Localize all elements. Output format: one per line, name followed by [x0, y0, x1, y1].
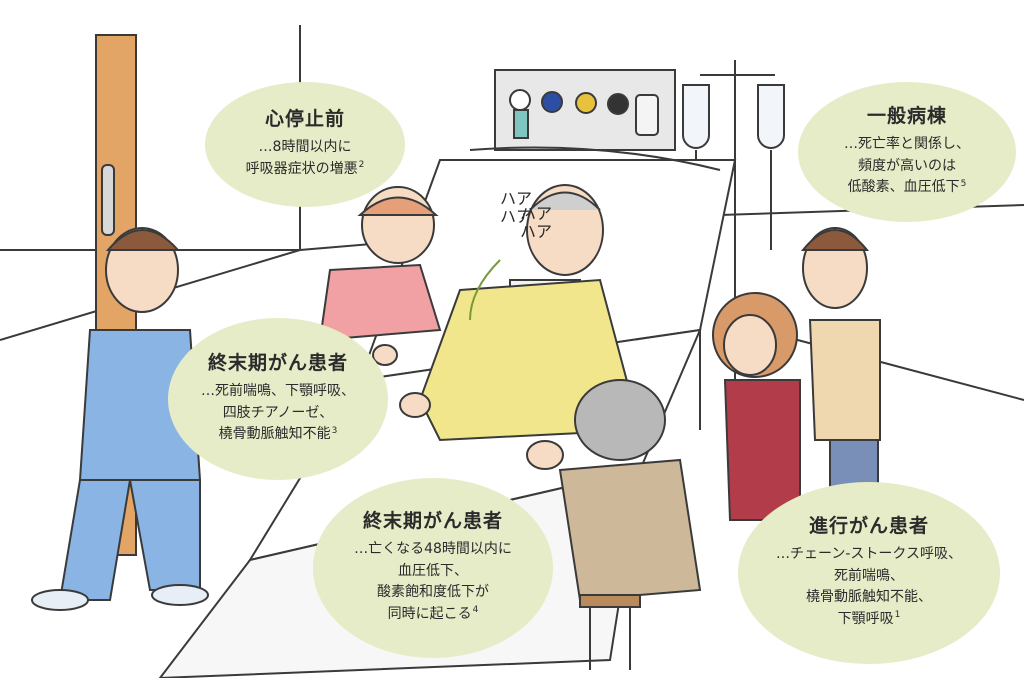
bubble-line: …チェーン-ストークス呼吸、: [776, 546, 962, 563]
bubble-line: …死前喘鳴、下顎呼吸、: [201, 382, 355, 399]
reference-number: 5: [960, 178, 967, 189]
breathing-sound-right: ハア ハア: [520, 204, 553, 241]
bubble-line: …死亡率と関係し、: [844, 135, 970, 152]
bubble-line: 橈骨動脈触知不能、: [806, 589, 932, 606]
bubble-line: 低酸素、血圧低下5: [847, 178, 967, 196]
bubble-line: 血圧低下、: [398, 562, 468, 579]
bubble-line: 四肢チアノーゼ、: [222, 404, 334, 421]
bubble-line: 頻度が高いのは: [858, 157, 956, 174]
bubble-line: …8時間以内に: [258, 139, 352, 156]
reference-number: 1: [894, 610, 901, 621]
bubble-line: 呼吸器症状の増悪2: [245, 160, 365, 177]
nurse: [318, 186, 442, 366]
bubble-terminal-cancer-48h: 終末期がん患者 …亡くなる48時間以内に 血圧低下、 酸素飽和度低下が 同時に起…: [313, 478, 553, 658]
reference-number: 2: [358, 160, 365, 171]
bubble-line: 同時に起こる4: [387, 605, 479, 623]
bubble-title: 進行がん患者: [808, 515, 929, 538]
bubble-line: 死前喘鳴、: [834, 567, 904, 584]
bubble-line: 橈骨動脈触知不能3: [218, 425, 338, 443]
bubble-title: 一般病棟: [866, 105, 947, 128]
bubble-line: …亡くなる48時間以内に: [354, 541, 512, 558]
reference-number: 4: [472, 605, 479, 616]
bubble-line: 酸素飽和度低下が: [377, 584, 489, 601]
bubble-cardiac-arrest: 心停止前 …8時間以内に 呼吸器症状の増悪2: [205, 82, 405, 207]
bubble-advanced-cancer: 進行がん患者 …チェーン-ストークス呼吸、 死前喘鳴、 橈骨動脈触知不能、 下顎…: [738, 482, 1000, 664]
bubble-title: 心停止前: [264, 108, 345, 131]
bubble-line: 下顎呼吸1: [837, 610, 901, 628]
reference-number: 3: [331, 425, 338, 436]
bubble-title: 終末期がん患者: [207, 352, 348, 375]
bubble-terminal-cancer-signs: 終末期がん患者 …死前喘鳴、下顎呼吸、 四肢チアノーゼ、 橈骨動脈触知不能3: [168, 318, 388, 480]
bubble-title: 終末期がん患者: [362, 510, 503, 533]
doctor: [31, 227, 209, 611]
medical-gas-panel: [494, 69, 676, 151]
seated-family-member: [526, 379, 702, 670]
breathing-sound-left: ハア ハア: [500, 189, 533, 226]
family-woman: [712, 292, 801, 521]
bubble-general-ward: 一般病棟 …死亡率と関係し、 頻度が高いのは 低酸素、血圧低下5: [798, 82, 1016, 222]
family-man: [800, 227, 881, 501]
